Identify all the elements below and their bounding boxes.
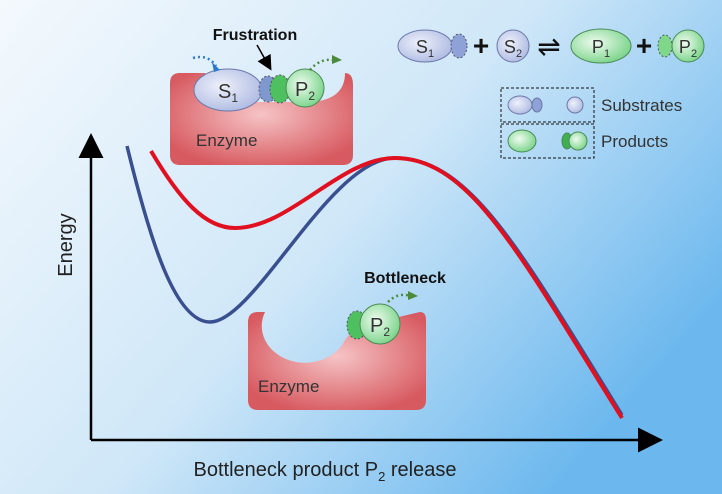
- reaction-equation: S1 + S2 ⇌ P1 + P2: [397, 28, 705, 64]
- bottleneck-label: Bottleneck: [364, 270, 446, 287]
- legend-substrates: Substrates: [601, 96, 682, 115]
- p2-fragment: [657, 34, 673, 58]
- legend: Substrates Products: [500, 87, 682, 159]
- s1-label: S1: [416, 37, 434, 60]
- p2-label: P2: [295, 79, 315, 103]
- enter-arrowhead-icon: [212, 62, 220, 72]
- substrates-legend-box: [500, 87, 595, 123]
- products-legend-box: [500, 123, 595, 159]
- substrate-icon: [507, 95, 533, 115]
- product-p2: [359, 303, 401, 345]
- red-energy-curve: [149, 149, 624, 420]
- enzyme-label: Enzyme: [196, 131, 257, 150]
- frustration-arrow-icon: [256, 44, 272, 71]
- top-enzyme-illustration: S1 P2 Enzyme Frustration: [170, 27, 353, 165]
- exit-arrowhead-icon: [332, 55, 342, 64]
- x-axis-label: Bottleneck product P2 release: [194, 459, 457, 484]
- s2-label: S2: [504, 37, 522, 60]
- s1-label: S1: [218, 81, 238, 105]
- p1-molecule: [570, 28, 632, 64]
- product-p2: [285, 68, 325, 108]
- frustration-text: Frustration: [213, 27, 297, 44]
- plus-sign: +: [473, 30, 489, 61]
- p2-molecule: [671, 29, 705, 63]
- plus-sign: +: [636, 30, 652, 61]
- p1-label: P1: [592, 37, 610, 60]
- substrate-fragment-icon: [531, 97, 543, 113]
- s2-molecule: [496, 29, 530, 63]
- product-icon: [507, 129, 537, 153]
- s1-fragment: [450, 33, 468, 59]
- equilibrium-arrow: ⇌: [537, 31, 560, 62]
- product-small-icon: [568, 131, 588, 151]
- y-axis-label: Energy: [55, 213, 77, 276]
- enzyme-label: Enzyme: [258, 377, 319, 396]
- legend-products: Products: [601, 132, 668, 151]
- p2-label: P2: [679, 37, 697, 60]
- bottom-enzyme-illustration: P2 Enzyme Bottleneck: [248, 270, 446, 410]
- p2-label: P2: [370, 315, 390, 339]
- substrate-small-icon: [566, 96, 584, 114]
- exit-arrowhead-icon: [408, 291, 418, 300]
